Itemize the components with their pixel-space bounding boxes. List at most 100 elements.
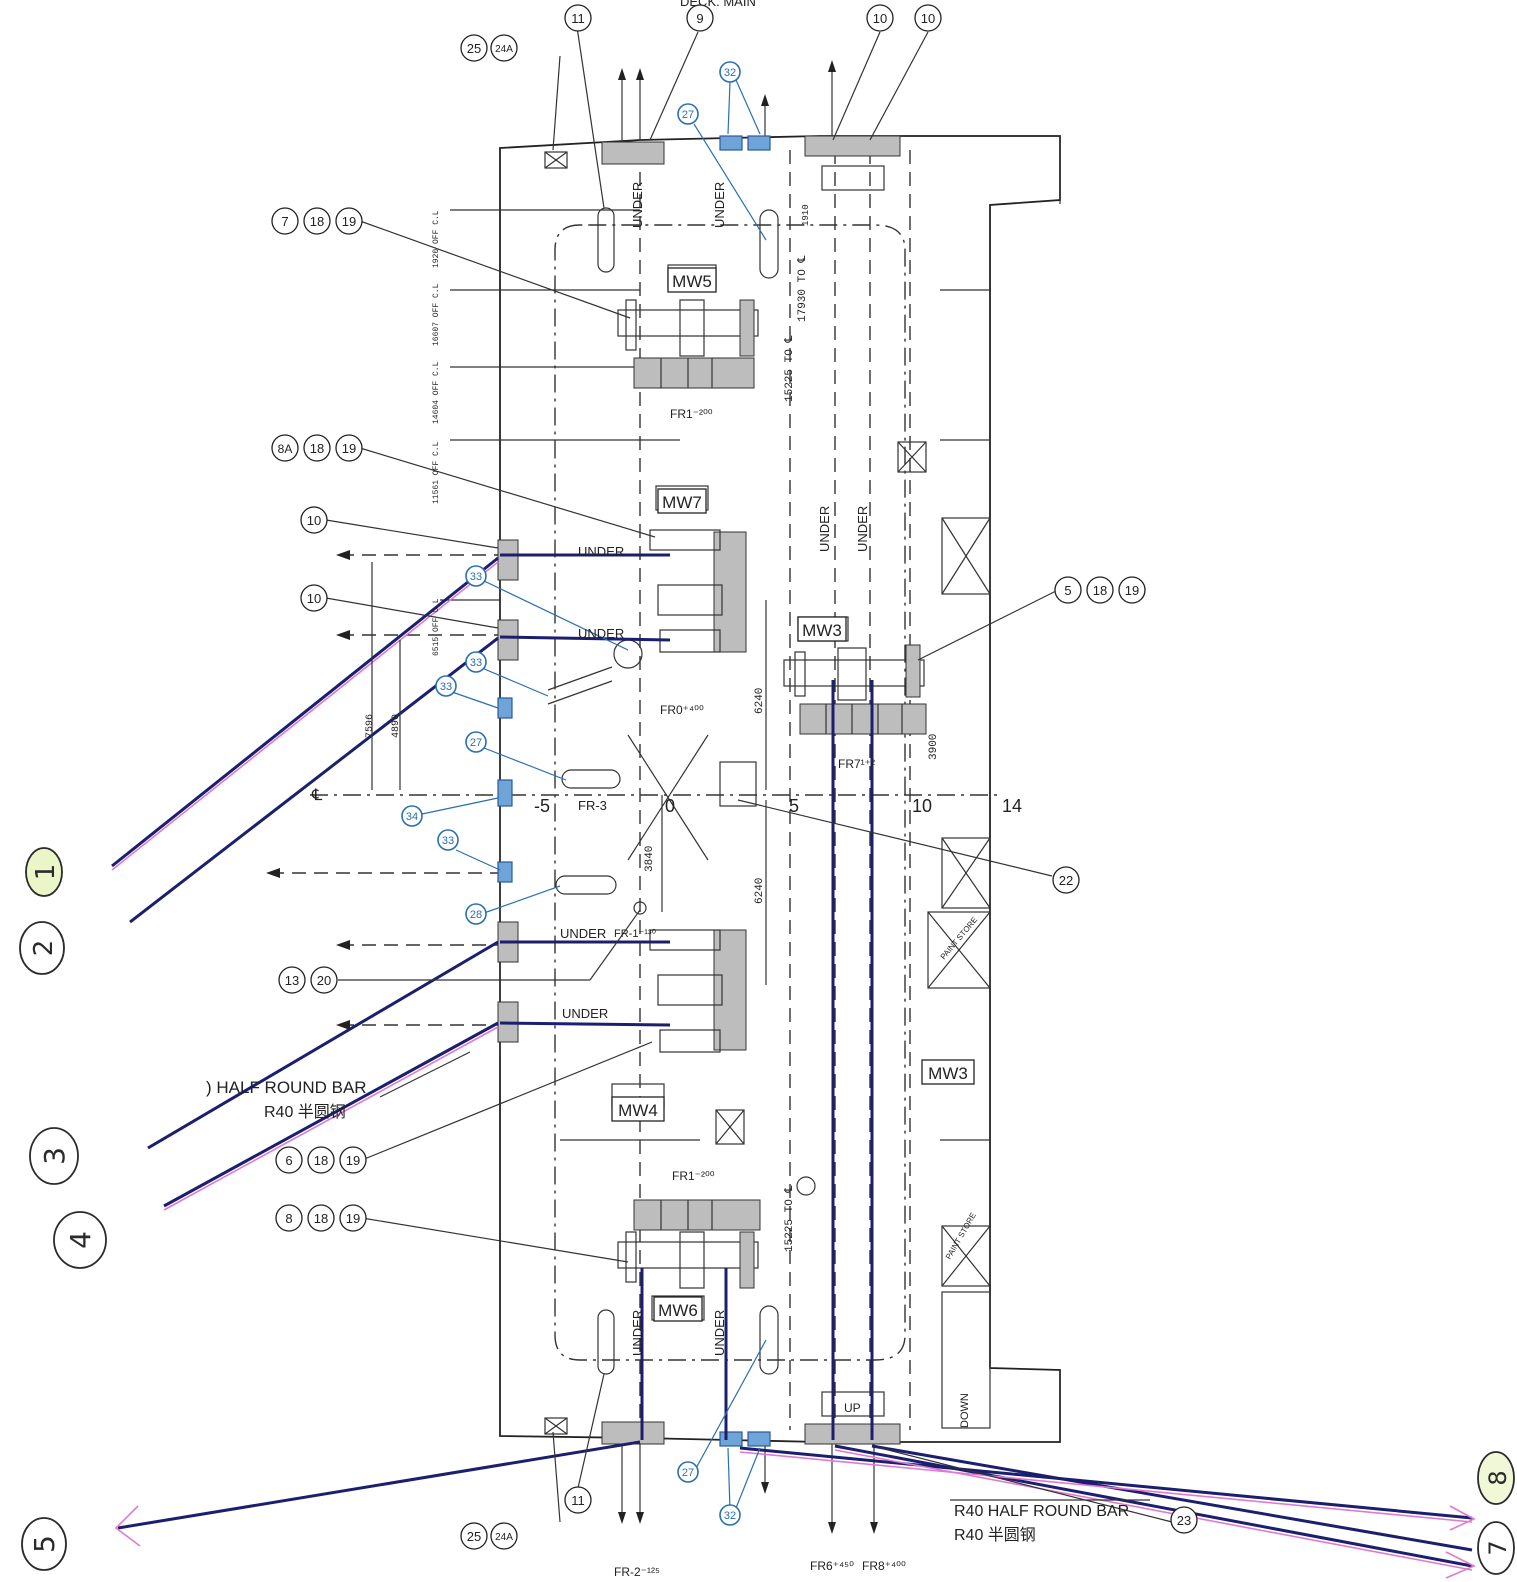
callout-10: 10 (307, 591, 321, 606)
blue-callout-33: 33 (442, 835, 454, 847)
edge-fittings (497, 135, 901, 1447)
dim-3900: 3900 (928, 734, 940, 760)
dim-1910: 1910 (801, 204, 811, 226)
callout-13: 13 (285, 973, 299, 988)
under-label: UNDER (578, 626, 624, 641)
callout-balloons: 11 9 10 10 25 24A 7 18 19 8A 18 19 10 10… (271, 4, 1198, 1550)
axis-tick: 0 (665, 796, 675, 816)
winch-mw3-upper (783, 616, 927, 735)
winch-mw4 (611, 929, 747, 1109)
dim-16607: 16607 OFF C.L (432, 283, 441, 346)
axis-tick: 5 (789, 796, 799, 816)
bar-notes: ) HALF ROUND BAR R40 半圆钢 R40 HALF ROUND … (206, 1078, 1129, 1544)
paint-store-label: PAINT STORE (939, 915, 980, 961)
callout-8a: 8A (278, 442, 293, 456)
blue-callouts: 32 27 33 33 33 27 34 33 28 27 32 (401, 61, 741, 1526)
axis-tick: 14 (1002, 796, 1022, 816)
callout-10: 10 (873, 11, 887, 26)
label-mw4: MW4 (618, 1101, 658, 1120)
axis-tick: 10 (912, 796, 932, 816)
under-label: UNDER (578, 544, 624, 559)
frame-fr8: FR8⁺⁴⁰⁰ (862, 1559, 906, 1573)
callout-9: 9 (696, 11, 703, 26)
dim-6240-bottom: 6240 (754, 878, 766, 904)
axis-ticks: -5 0 5 10 14 (534, 795, 1022, 912)
handwritten-marks: 1 2 3 4 5 8 7 (19, 847, 1515, 1575)
under-label: UNDER (712, 182, 727, 228)
handwritten-3: 3 (38, 1147, 71, 1165)
frame-labels: FR1⁻²⁰⁰ FR0⁺⁴⁰⁰ FR7¹⁺² FR-3 FR-1⁻¹³⁰ FR1… (578, 407, 906, 1579)
dim-14604: 14604 OFF C.L (432, 361, 441, 424)
frame-fr0: FR0⁺⁴⁰⁰ (660, 703, 704, 717)
callout-10: 10 (307, 513, 321, 528)
blue-callout-33: 33 (440, 681, 452, 693)
dim-4890: 4890 (391, 714, 402, 738)
under-label: UNDER (630, 1310, 645, 1356)
blue-callout-27: 27 (682, 1467, 694, 1479)
dim-1920: 1920 OFF C.L (432, 210, 441, 268)
dim-6240-top: 6240 (754, 688, 766, 714)
member-labels: MW5 MW7 MW3 MW4 MW6 MW3 (611, 267, 975, 1322)
under-label: UNDER (630, 182, 645, 228)
callout-6: 6 (285, 1153, 292, 1168)
handwritten-7: 7 (1484, 1540, 1512, 1555)
callout-5: 5 (1064, 583, 1071, 598)
label-mw5: MW5 (672, 272, 712, 291)
fairleads (547, 207, 779, 1375)
blue-callout-27: 27 (470, 737, 482, 749)
callout-18: 18 (314, 1153, 328, 1168)
up-label: UP (844, 1401, 861, 1415)
callout-18: 18 (310, 441, 324, 456)
blue-callout-34: 34 (406, 811, 418, 823)
callout-19: 19 (346, 1153, 360, 1168)
callout-19: 19 (1125, 583, 1139, 598)
handwritten-8: 8 (1484, 1470, 1512, 1485)
blue-callout-27: 27 (682, 109, 694, 121)
label-mw6: MW6 (658, 1301, 698, 1320)
blue-callout-33: 33 (470, 571, 482, 583)
callout-24a: 24A (495, 1532, 513, 1543)
blue-callout-28: 28 (470, 909, 482, 921)
handwritten-2: 2 (29, 940, 59, 957)
half-round-bars (111, 553, 1476, 1579)
under-label: UNDER (560, 926, 606, 941)
frame-fr-1: FR-1⁻¹³⁰ (614, 928, 657, 940)
paint-store-label: PAINT STORE (944, 1211, 978, 1261)
callout-23: 23 (1177, 1513, 1191, 1528)
callout-22: 22 (1059, 873, 1073, 888)
dim-6515: 6515 OFF C.L (432, 598, 441, 656)
frame-fr7: FR7¹⁺² (838, 757, 875, 771)
callout-18: 18 (1093, 583, 1107, 598)
vertical-arrows (618, 60, 878, 1534)
winch-mw5 (617, 264, 759, 389)
frame-fr1-top: FR1⁻²⁰⁰ (670, 407, 713, 421)
dim-3840: 3840 (644, 846, 656, 872)
frame-fr-3: FR-3 (578, 798, 607, 813)
callout-20: 20 (317, 973, 331, 988)
under-label: UNDER (712, 1310, 727, 1356)
under-label: UNDER (817, 506, 832, 552)
dim-17930: 17930 TO ℄ (797, 256, 809, 322)
under-label: UNDER (855, 506, 870, 552)
dimensions: 17930 TO ℄ 15225 TO ℄ 15225 TO ℄ 1920 OF… (365, 204, 940, 1252)
axis-tick: -5 (534, 796, 550, 816)
callout-11: 11 (571, 11, 585, 26)
callout-11: 11 (571, 1493, 585, 1508)
dim-7596: 7596 (365, 714, 376, 738)
handwritten-5: 5 (28, 1535, 61, 1553)
frame-fr1-bottom: FR1⁻²⁰⁰ (672, 1169, 715, 1183)
right-equipment (633, 441, 991, 1429)
callout-25: 25 (467, 1529, 481, 1544)
callout-25: 25 (467, 41, 481, 56)
drawing-title: DECK. MAIN (680, 0, 756, 9)
callout-10: 10 (921, 11, 935, 26)
label-mw3-upper: MW3 (802, 621, 842, 640)
blue-leaders (421, 79, 767, 1511)
down-label: DOWN (959, 1393, 971, 1428)
winch-mw7 (649, 485, 747, 653)
bar-note-left-1: ) HALF ROUND BAR (206, 1078, 367, 1097)
bar-note-right-2: R40 半圆钢 (954, 1526, 1036, 1544)
blue-callout-33: 33 (470, 657, 482, 669)
bar-note-left-2: R40 半圆钢 (264, 1103, 346, 1121)
